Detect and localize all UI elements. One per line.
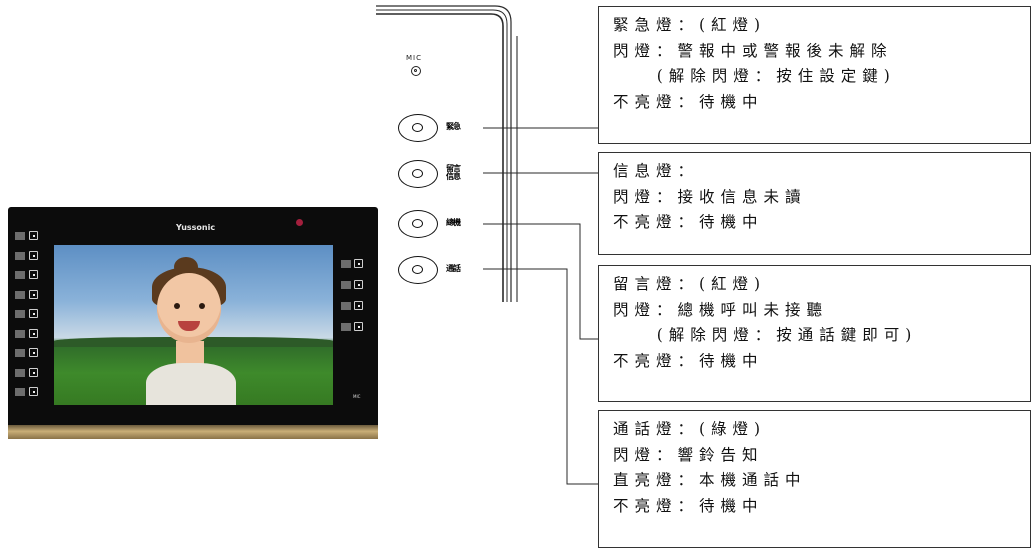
callout-line: 閃燈：接收信息未讀 [613, 187, 807, 206]
message-button-label: 留言 信息 [446, 164, 461, 181]
leader-line-call [483, 268, 598, 485]
device-button-label [15, 329, 25, 338]
device-side-button [354, 301, 363, 310]
device-side-button [29, 367, 38, 377]
mic-label: MIC [406, 54, 422, 62]
microphone-icon [411, 66, 421, 76]
callout-line: (解除閃燈：按通話鍵即可) [613, 326, 918, 344]
callout-message-light: 留言燈：(紅燈) 閃燈：總機呼叫未接聽 (解除閃燈：按通話鍵即可) 不亮燈：待機… [598, 265, 1031, 402]
device-side-button [29, 348, 38, 357]
callout-line: 閃燈：總機呼叫未接聽 [613, 300, 829, 319]
device-button-label [341, 281, 351, 289]
callout-line: 通話燈：(綠燈) [613, 420, 767, 438]
leader-line-console [483, 223, 598, 340]
device-button-label [15, 232, 25, 240]
device-gold-trim [8, 425, 378, 439]
callout-line: 閃燈：響鈴告知 [613, 445, 764, 464]
callout-line: 不亮燈：待機中 [613, 496, 764, 515]
device-button-label [341, 260, 351, 268]
call-button[interactable] [398, 256, 438, 284]
callout-emergency-light: 緊急燈：(紅燈) 閃燈：警報中或警報後未解除 (解除閃燈：按住設定鍵) 不亮燈：… [598, 6, 1031, 144]
callout-call-light: 通話燈：(綠燈) 閃燈：響鈴告知 直亮燈：本機通話中 不亮燈：待機中 [598, 410, 1031, 548]
device-button-label [341, 302, 351, 310]
device-side-button [29, 328, 38, 338]
device-side-button [29, 309, 38, 318]
callout-line: (解除閃燈：按住設定鍵) [613, 67, 896, 85]
emergency-button[interactable] [398, 114, 438, 142]
device-button-label [15, 290, 25, 299]
callout-line: 信息燈： [613, 162, 700, 180]
device-button-label [341, 323, 351, 331]
device-button-label [15, 349, 25, 357]
device-button-label [15, 368, 25, 377]
callout-line: 不亮燈：待機中 [613, 92, 764, 111]
callout-line: 不亮燈：待機中 [613, 351, 764, 370]
console-button-label: 總機 [446, 218, 461, 227]
callout-line: 留言燈：(紅燈) [613, 275, 767, 293]
device-side-button [29, 270, 38, 279]
device-button-label [15, 310, 25, 318]
device-side-button [29, 250, 38, 260]
device-side-button [354, 280, 363, 289]
callout-line: 緊急燈：(紅燈) [613, 16, 767, 34]
device-screen-image [54, 245, 333, 405]
device-side-button [354, 322, 363, 331]
console-button[interactable] [398, 210, 438, 238]
callout-line: 直亮燈：本機通話中 [613, 471, 807, 489]
device-side-button [29, 231, 38, 240]
device-mic-label: MIC [353, 394, 361, 399]
message-button[interactable] [398, 160, 438, 188]
device-side-button [29, 387, 38, 396]
device-button-label [15, 271, 25, 279]
callout-info-light: 信息燈： 閃燈：接收信息未讀 不亮燈：待機中 [598, 152, 1031, 255]
device-button-label [15, 388, 25, 396]
emergency-button-label: 緊急 [446, 122, 461, 131]
camera-indicator-icon [296, 219, 303, 226]
device-brand-logo: Yussonic [176, 223, 216, 232]
device-side-button [29, 289, 38, 299]
callout-line: 閃燈：警報中或警報後未解除 [613, 41, 893, 60]
callout-line: 不亮燈：待機中 [613, 213, 764, 231]
call-button-label: 通話 [446, 264, 461, 273]
device-button-label [15, 251, 25, 260]
device-side-button [354, 259, 363, 268]
